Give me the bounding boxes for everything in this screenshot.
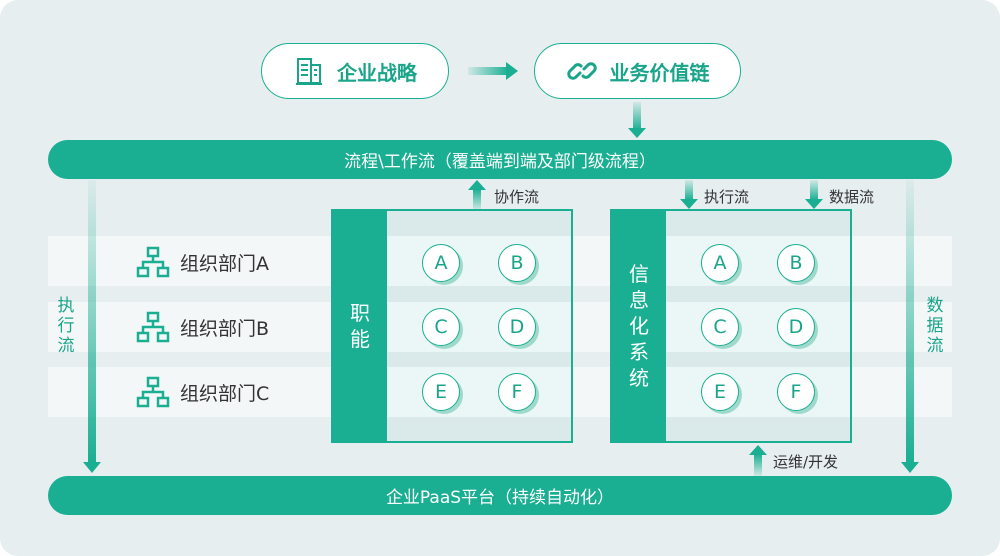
org-chart-icon xyxy=(136,376,170,408)
paas-bar-label: 企业PaaS平台（持续自动化） xyxy=(385,488,615,508)
function-item: C xyxy=(422,308,460,346)
department-c: 组织部门C xyxy=(136,376,269,408)
system-item: D xyxy=(777,308,815,346)
org-chart-icon xyxy=(136,246,170,278)
data-flow-label: 数据流 xyxy=(829,188,875,206)
system-item: E xyxy=(701,373,739,411)
function-title-text: 职能 xyxy=(350,301,370,351)
left-exec-label: 执行流 xyxy=(57,296,75,356)
function-item: E xyxy=(422,373,460,411)
system-item: C xyxy=(701,308,739,346)
right-data-arrow xyxy=(901,180,919,473)
data-arrow-down-icon xyxy=(805,180,823,209)
box-row xyxy=(387,302,571,352)
ops-dev-label: 运维/开发 xyxy=(773,453,839,471)
strategy-label: 企业战略 xyxy=(337,60,417,85)
building-icon xyxy=(296,58,322,85)
left-exec-arrow xyxy=(83,180,101,473)
department-label: 组织部门C xyxy=(180,382,270,405)
function-title: 职能 xyxy=(333,211,387,441)
box-row xyxy=(387,236,571,286)
strategy-node: 企业战略 xyxy=(261,43,449,99)
collab-flow-label: 协作流 xyxy=(494,188,540,206)
box-row xyxy=(387,367,571,417)
function-item: D xyxy=(498,308,536,346)
arrow-down-icon xyxy=(628,102,646,138)
system-title-text: 信息化系统 xyxy=(629,262,649,390)
arrow-right-icon xyxy=(468,62,518,80)
paas-bar: 企业PaaS平台（持续自动化） xyxy=(48,476,952,515)
function-box: 职能 A B C D E F xyxy=(331,209,573,443)
process-bar-label: 流程\工作流（覆盖端到端及部门级流程） xyxy=(344,152,656,172)
value-chain-node: 业务价值链 xyxy=(534,43,741,99)
system-item: B xyxy=(777,244,815,282)
right-data-label: 数据流 xyxy=(926,296,944,356)
system-title: 信息化系统 xyxy=(612,211,666,441)
system-item: A xyxy=(701,244,739,282)
function-item: A xyxy=(422,244,460,282)
org-chart-icon xyxy=(136,311,170,343)
department-label: 组织部门B xyxy=(180,317,270,340)
function-item: F xyxy=(498,373,536,411)
department-b: 组织部门B xyxy=(136,311,269,343)
box-row xyxy=(666,367,850,417)
ops-arrow-up-icon xyxy=(749,445,767,476)
box-row xyxy=(666,302,850,352)
box-row xyxy=(666,236,850,286)
department-label: 组织部门A xyxy=(180,252,269,275)
process-bar: 流程\工作流（覆盖端到端及部门级流程） xyxy=(48,140,952,179)
link-icon xyxy=(566,62,597,80)
exec-flow-label: 执行流 xyxy=(704,188,750,206)
collab-arrow-up-icon xyxy=(468,180,486,210)
system-item: F xyxy=(777,373,815,411)
function-item: B xyxy=(498,244,536,282)
exec-arrow-down-icon xyxy=(680,180,698,209)
value-chain-label: 业务价值链 xyxy=(609,60,710,85)
system-box: 信息化系统 A B C D E F xyxy=(610,209,852,443)
department-a: 组织部门A xyxy=(136,246,269,278)
